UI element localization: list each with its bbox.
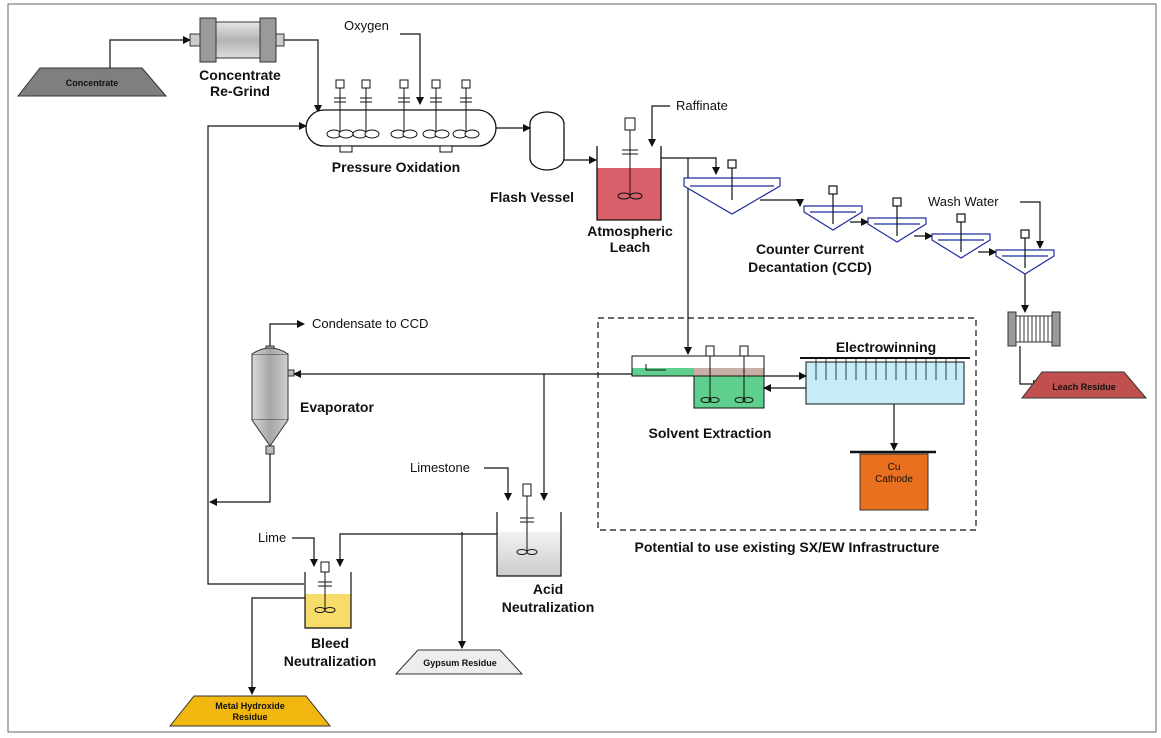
solvent-extraction-tank [631,345,765,409]
flow-leach-to-ccd [661,157,720,175]
flow-raffinate [648,105,670,147]
sxew-boundary [597,317,977,531]
outer-frame [7,3,1157,733]
condensate-label: Condensate to CCD [312,316,428,331]
ccd-thickener-3 [867,197,927,243]
raffinate-label: Raffinate [676,98,728,113]
ew-label: Electrowinning [836,339,936,355]
flow-lime [292,537,318,567]
limestone-label: Limestone [410,460,470,475]
atmospheric-leach-tank [596,117,662,221]
sx-label: Solvent Extraction [649,425,772,441]
wash-water-label: Wash Water [928,194,999,209]
atm-label-2: Leach [610,239,650,255]
metal-hydroxide-pile: Metal Hydroxide Residue [168,695,332,727]
flow-regrind-to-pox [284,39,322,113]
flow-recycle-to-pox [207,122,307,585]
leach-residue-label: Leach Residue [1052,382,1116,392]
flash-vessel-icon [529,111,565,171]
acid-neutralization-tank [496,483,562,577]
evaporator-label: Evaporator [300,399,374,415]
flow-condensate [269,320,305,346]
gypsum-residue-pile: Gypsum Residue [394,649,524,675]
flow-oxygen [400,33,424,105]
autoclave-icon [305,79,497,153]
bleed-label-1: Bleed [311,635,349,651]
bleed-label-2: Neutralization [284,653,377,669]
regrind-label-2: Re-Grind [210,83,270,99]
pox-label: Pressure Oxidation [332,159,460,175]
cu-label-1: Cu [888,462,901,473]
oxygen-label: Oxygen [344,18,389,33]
regrind-label-1: Concentrate [199,67,281,83]
filter-press-icon [1007,311,1061,347]
ccd-label-2: Decantation (CCD) [748,259,872,275]
ccd-label-1: Counter Current [756,241,864,257]
electrowinning-cell [800,357,970,405]
concentrate-label: Concentrate [66,78,119,88]
flow-evaporator-return [209,454,271,506]
acid-label-2: Neutralization [502,599,595,615]
regrind-mill-icon [189,17,285,63]
metal-label-2: Residue [232,712,267,722]
ccd-thickener-5 [995,229,1055,275]
cu-cathode-box: Cu Cathode [850,450,936,511]
flow-ccd-1-2 [760,199,804,207]
cu-label-2: Cathode [875,474,913,485]
ccd-thickener-4 [931,213,991,259]
potential-label: Potential to use existing SX/EW Infrastr… [635,539,940,555]
flow-wash-water [1020,201,1044,249]
flash-label: Flash Vessel [490,189,574,205]
ccd-thickener-1 [683,159,781,215]
ccd-thickener-2 [803,185,863,231]
flow-bleed-to-metal [248,597,305,695]
atm-label-1: Atmospheric [587,223,673,239]
flow-limestone [484,467,512,501]
acid-label-1: Acid [533,581,563,597]
lime-label: Lime [258,530,286,545]
leach-residue-pile: Leach Residue [1020,371,1148,399]
concentrate-pile: Concentrate [16,67,168,97]
flow-concentrate-to-regrind [109,36,191,68]
gypsum-label: Gypsum Residue [423,658,497,668]
evaporator-icon [251,345,295,455]
bleed-neutralization-tank [304,561,352,629]
metal-label-1: Metal Hydroxide [215,701,285,711]
flow-acid-to-bleed [336,533,497,567]
